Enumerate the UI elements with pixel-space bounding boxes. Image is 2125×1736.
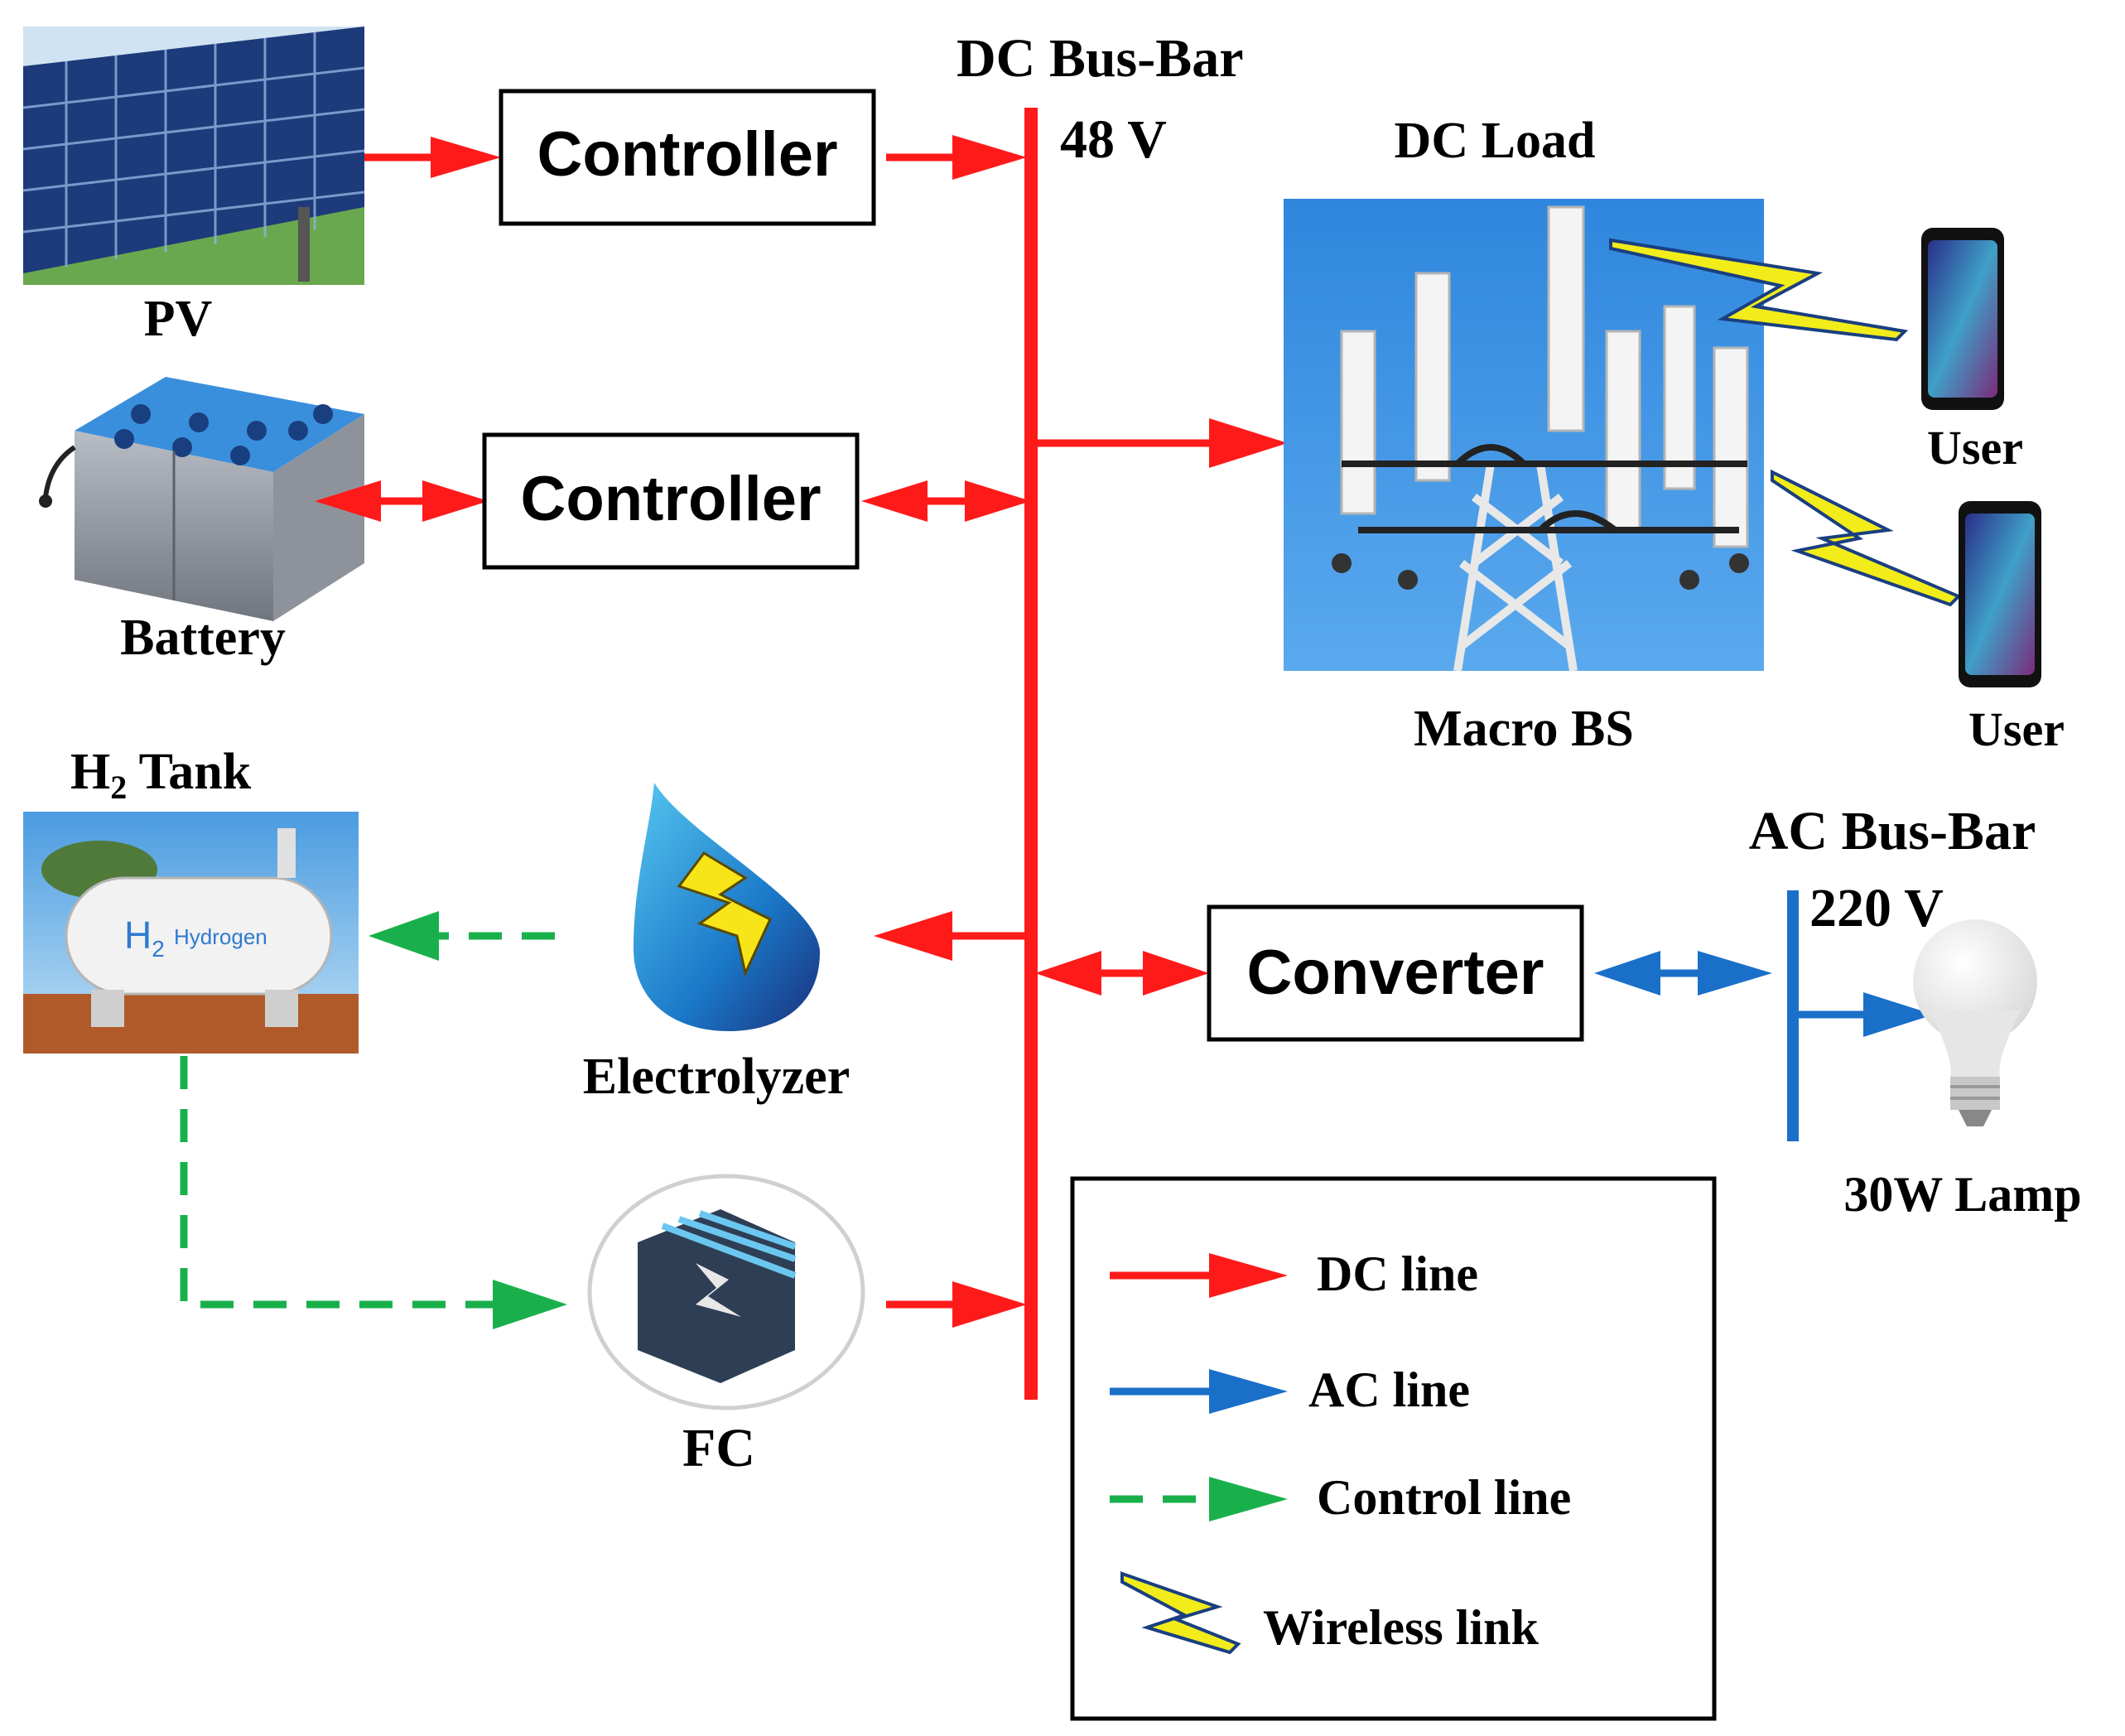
pv-label: PV [144, 291, 213, 347]
lamp-label: 30W Lamp [1843, 1167, 2081, 1222]
electrolyzer-image [634, 783, 820, 1031]
pv-panel-image [22, 27, 365, 285]
bus-to-dc-load-arrow [1031, 418, 1288, 468]
user-1-label: User [1927, 421, 2023, 475]
battery-controller-bus-double-arrow [861, 480, 1031, 522]
h2-tank-sign-word: Hydrogen [174, 924, 267, 949]
fuel-cell-image [587, 1174, 865, 1410]
h2-tank-sign: H2 [124, 914, 165, 962]
control-line-tank-to-fc [180, 1056, 567, 1329]
h2-tank-label: H2 Tank [70, 744, 252, 806]
pv-controller-box: Controller [499, 89, 876, 226]
lamp-image [1913, 919, 2037, 1126]
wireless-link-user-1 [1609, 238, 1909, 342]
legend-wireless-link-label: Wireless link [1263, 1600, 1539, 1655]
h2-tank-image: H2 Hydrogen [23, 812, 359, 1054]
legend-ac-line-label: AC line [1308, 1362, 1470, 1417]
dc-load-label: DC Load [1395, 113, 1596, 169]
pv-controller-label: Controller [537, 119, 837, 190]
macro-bs-label: Macro BS [1414, 701, 1634, 757]
dc-bus-voltage: 48 V [1060, 109, 1167, 170]
ac-bus-to-lamp-arrow [1793, 992, 1934, 1037]
legend-control-line-swatch [1110, 1477, 1288, 1521]
phone-user-2 [1959, 501, 2041, 687]
battery-label: Battery [120, 610, 286, 666]
converter-box: Converter [1207, 904, 1584, 1042]
battery-controller-box: Controller [482, 432, 860, 570]
bus-to-electrolyzer-arrow [874, 911, 1031, 961]
fc-label: FC [682, 1418, 755, 1478]
battery-image [39, 377, 364, 621]
user-2-label: User [1968, 702, 2065, 756]
fc-to-bus-arrow [886, 1281, 1027, 1328]
converter-ac-bus-double-arrow [1594, 951, 1772, 996]
dc-bus-title: DC Bus-Bar [956, 28, 1244, 89]
bus-converter-double-arrow [1035, 951, 1209, 996]
control-line-electrolyzer-to-tank [369, 911, 555, 961]
ac-bus-voltage: 220 V [1809, 878, 1944, 938]
converter-label: Converter [1247, 938, 1544, 1008]
battery-controller-double-arrow [315, 480, 489, 522]
legend-wireless-link-swatch [1120, 1571, 1241, 1655]
legend-ac-line-swatch [1110, 1369, 1288, 1414]
battery-controller-label: Controller [520, 464, 821, 534]
legend-control-line-label: Control line [1317, 1470, 1571, 1525]
legend-dc-line-label: DC line [1317, 1247, 1478, 1301]
legend-dc-line-swatch [1110, 1253, 1288, 1298]
electrolyzer-label: Electrolyzer [583, 1049, 850, 1105]
ac-bus-title: AC Bus-Bar [1749, 801, 2036, 861]
phone-user-1 [1921, 228, 2004, 410]
pv-to-controller-arrow [364, 137, 501, 178]
macro-bs-image [1284, 199, 1764, 672]
legend: DC line AC line Control line Wireless li… [1070, 1176, 1717, 1721]
pv-controller-to-bus-arrow [886, 135, 1027, 180]
wireless-link-user-2 [1771, 469, 1962, 607]
